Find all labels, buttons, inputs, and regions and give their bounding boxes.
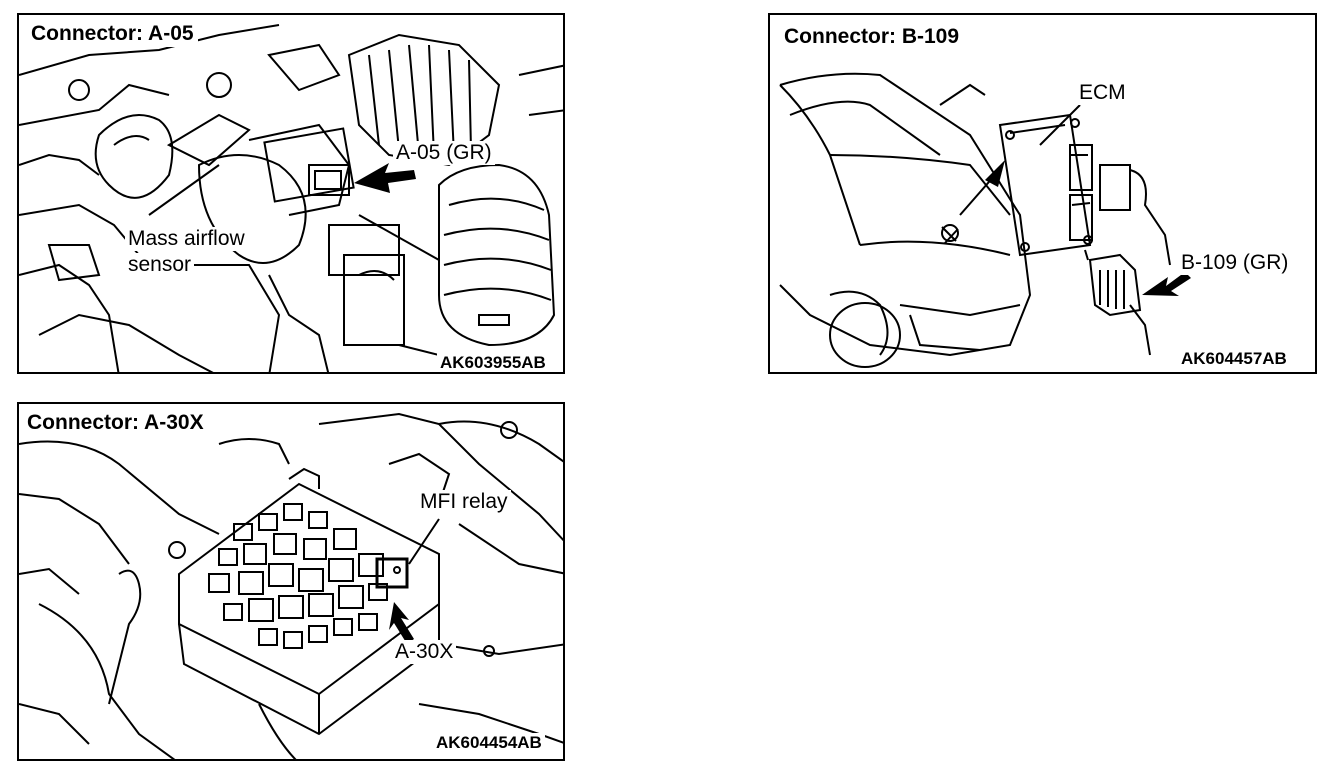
vehicle-ecm-illustration [779, 72, 1191, 368]
arrow-icon [1142, 272, 1191, 296]
connector-callout-label: A-05 (GR) [393, 141, 495, 165]
panel-title: Connector: A-05 [27, 21, 198, 47]
ecm-label: ECM [1076, 81, 1129, 105]
connector-callout-label: A-30X [392, 640, 457, 664]
figure-code: AK604454AB [433, 733, 545, 753]
figure-code: AK604457AB [1178, 349, 1290, 369]
panel-connector-b109: Connector: B-109 ECM B-109 (GR) AK604457… [768, 13, 1317, 374]
pointer-wedge-icon [985, 160, 1005, 187]
mass-airflow-label-line2: sensor [125, 253, 195, 277]
figure-code: AK603955AB [437, 353, 549, 372]
arrow-icon [389, 602, 414, 644]
mass-airflow-label-line1: Mass airflow [125, 227, 248, 251]
arrow-icon [354, 163, 416, 193]
panel-title: Connector: B-109 [780, 24, 964, 50]
panel-title: Connector: A-30X [23, 410, 208, 436]
panel-connector-a30x: Connector: A-30X MFI relay A-30X AK60445… [17, 402, 565, 761]
engine-bay-illustration [19, 24, 563, 372]
relay-box-illustration [19, 412, 563, 759]
panel-connector-a05: Connector: A-05 A-05 (GR) Mass airflow s… [17, 13, 565, 374]
connector-callout-label: B-109 (GR) [1178, 251, 1292, 275]
mfi-relay-label: MFI relay [417, 490, 511, 514]
